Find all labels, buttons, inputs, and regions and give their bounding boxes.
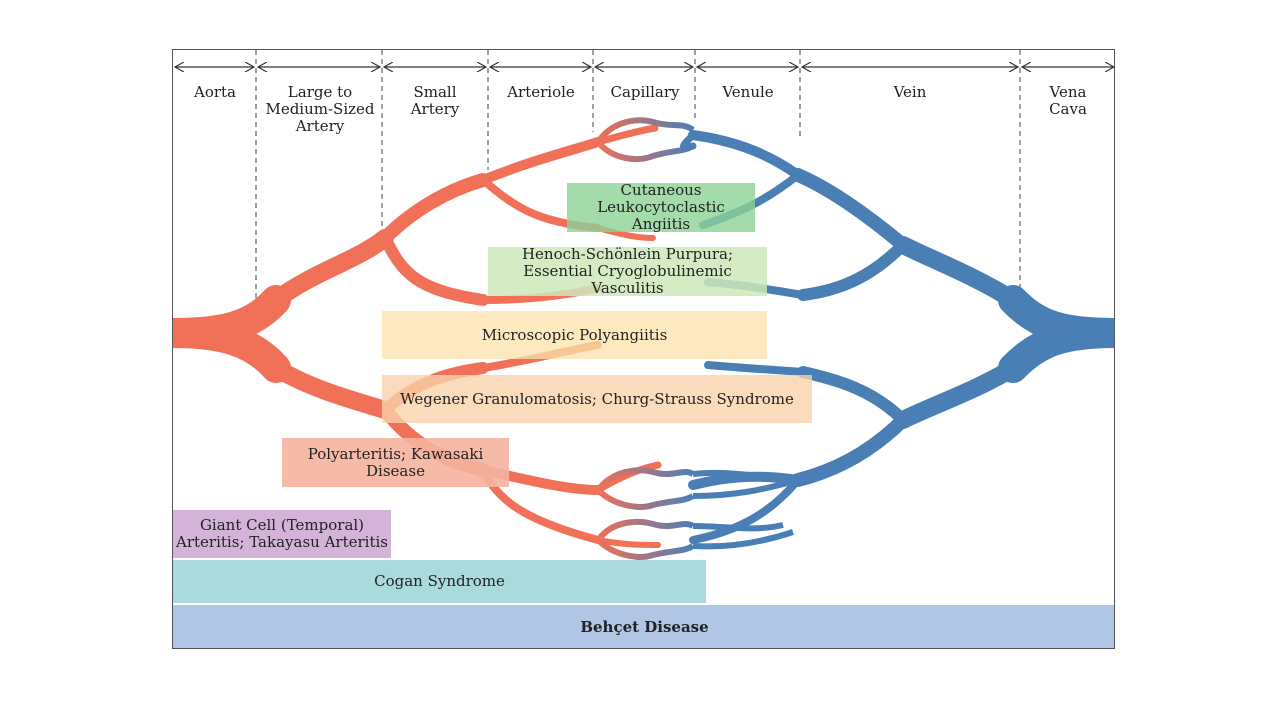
band-label: Polyarteritis; Kawasaki Disease bbox=[307, 444, 484, 480]
capillary-beds bbox=[595, 117, 695, 560]
band-cutaneous-angiitis: Cutaneous Leukocytoclastic Angiitis bbox=[567, 181, 755, 233]
band-henoch-cryoglobulinemic: Henoch-Schönlein Purpura; Essential Cryo… bbox=[488, 245, 767, 297]
venous-tree bbox=[680, 130, 1114, 544]
venule-links bbox=[692, 469, 799, 550]
band-cogan-syndrome: Cogan Syndrome bbox=[173, 560, 706, 603]
band-label: Henoch-Schönlein Purpura; Essential Cryo… bbox=[521, 245, 734, 297]
band-label: Cogan Syndrome bbox=[374, 572, 505, 590]
band-polyarteritis-kawasaki: Polyarteritis; Kawasaki Disease bbox=[282, 438, 509, 487]
band-label: Giant Cell (Temporal) Arteritis; Takayas… bbox=[176, 516, 388, 551]
band-label: Cutaneous Leukocytoclastic Angiitis bbox=[597, 181, 725, 233]
column-label-vein: Vein bbox=[893, 83, 927, 101]
column-label-arteriole: Arteriole bbox=[507, 83, 575, 101]
column-label-large-artery: Large to Medium-Sized Artery bbox=[265, 83, 375, 135]
column-label-venule: Venule bbox=[722, 83, 774, 101]
band-label: Behçet Disease bbox=[580, 618, 709, 636]
vasculitis-diagram: Aorta Large to Medium-Sized Artery Small… bbox=[172, 49, 1115, 649]
band-label: Wegener Granulomatosis; Churg-Strauss Sy… bbox=[400, 389, 794, 408]
band-microscopic-polyangiitis: Microscopic Polyangiitis bbox=[382, 311, 767, 359]
band-wegener-churg-strauss: Wegener Granulomatosis; Churg-Strauss Sy… bbox=[382, 375, 812, 423]
column-label-vena-cava: Vena Cava bbox=[1049, 83, 1087, 118]
column-label-small-artery: Small Artery bbox=[410, 83, 460, 118]
band-label: Microscopic Polyangiitis bbox=[481, 325, 668, 344]
band-giant-cell-takayasu: Giant Cell (Temporal) Arteritis; Takayas… bbox=[173, 510, 391, 558]
band-behcet-disease: Behçet Disease bbox=[173, 605, 1114, 648]
column-label-aorta: Aorta bbox=[193, 83, 236, 101]
column-label-capillary: Capillary bbox=[610, 83, 680, 101]
column-dividers bbox=[255, 50, 1021, 308]
